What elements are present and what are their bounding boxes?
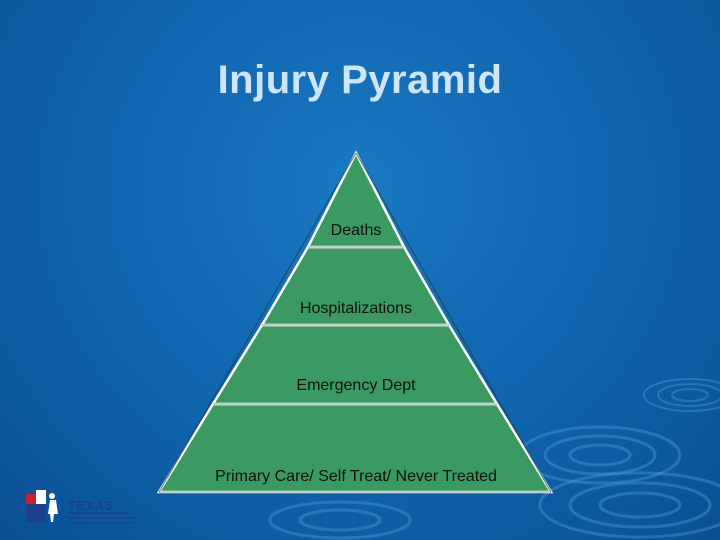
slide-title: Injury Pyramid: [217, 58, 503, 102]
logo-text: TEXAS: [68, 498, 114, 513]
tier-label-deaths: Deaths: [330, 222, 382, 239]
tier-label-primary-care: Primary Care/ Self Treat/ Never Treated: [215, 468, 497, 485]
tier-label-emergency-dept: Emergency Dept: [296, 377, 416, 394]
texas-dshs-logo: [26, 490, 138, 524]
tier-label-hospitalizations: Hospitalizations: [299, 300, 413, 317]
